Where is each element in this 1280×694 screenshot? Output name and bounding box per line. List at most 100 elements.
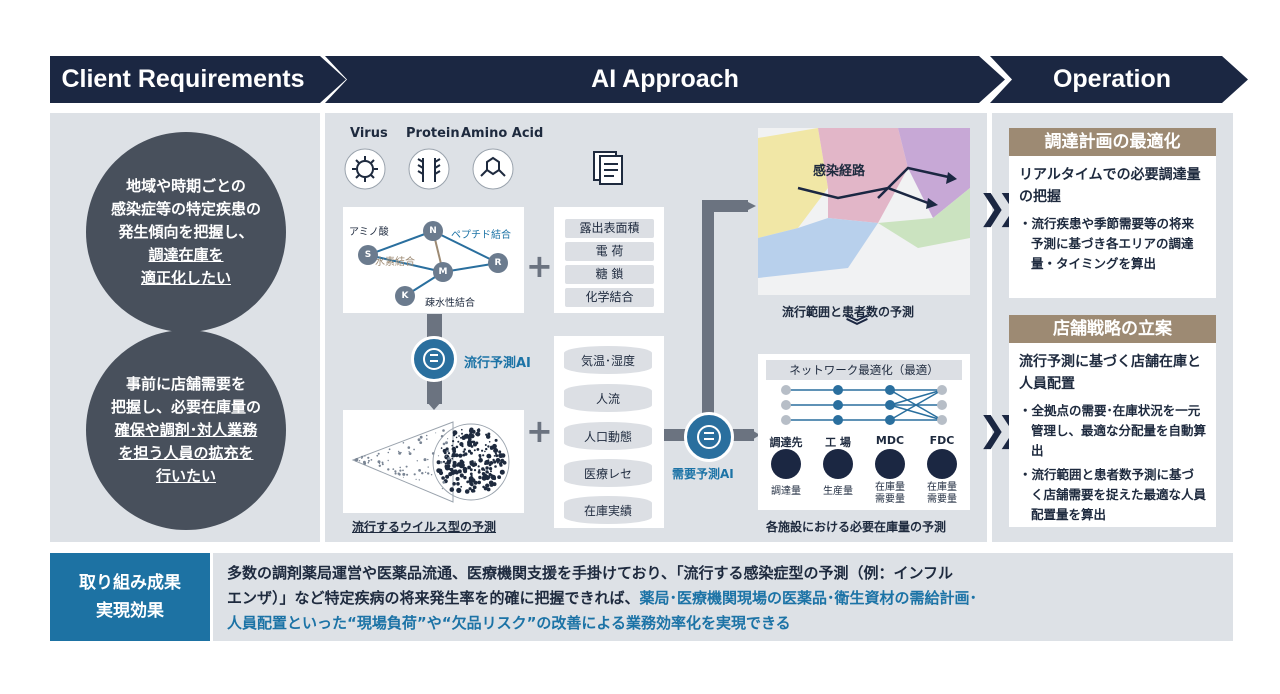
operation-box-store: 流行予測に基づく店舗在庫と人員配置 ・全拠点の需要･在庫状況を一元管理し、最適な… xyxy=(1009,343,1216,527)
particle-dot xyxy=(442,460,446,463)
particle-dot xyxy=(397,472,400,475)
particle-dot xyxy=(458,435,460,437)
result-label-line: 実現効果 xyxy=(96,601,164,621)
particle-dot xyxy=(485,483,490,488)
particle-dot xyxy=(463,469,468,474)
particle-dot xyxy=(483,473,487,477)
particle-dot xyxy=(439,468,442,471)
particle-dot xyxy=(487,475,491,479)
infection-route-label: 感染経路 xyxy=(813,164,866,179)
facility-metric: 在庫量 需要量 xyxy=(922,482,962,506)
particle-dot xyxy=(454,470,459,475)
particle-dot xyxy=(469,468,473,472)
particle-dot xyxy=(493,455,496,457)
particle-dot xyxy=(476,448,480,451)
particle-dot xyxy=(456,487,462,493)
atom-node: N xyxy=(423,221,443,241)
result-line-highlight: 人員配置といった“現場負荷”や“欠品リスク”の改善による業務効率化を実現できる xyxy=(227,614,791,632)
particle-dot xyxy=(482,485,485,489)
particle-dot xyxy=(367,461,370,464)
particle-dot xyxy=(437,455,440,457)
particle-dot xyxy=(387,468,390,471)
factory-icon xyxy=(823,449,853,479)
particle-dot xyxy=(489,467,493,471)
particle-dot xyxy=(497,459,500,462)
particle-dot xyxy=(431,452,435,455)
particle-dot xyxy=(367,459,370,462)
ai-brain-icon xyxy=(411,336,457,382)
particle-dot xyxy=(417,438,421,442)
particle-dot xyxy=(361,457,363,459)
particle-dot xyxy=(440,447,443,449)
warehouse-icon xyxy=(875,449,905,479)
particle-dot xyxy=(481,477,485,480)
particle-dot xyxy=(459,473,464,478)
particle-dot xyxy=(447,438,449,440)
particle-dot xyxy=(367,456,370,459)
particle-dot xyxy=(421,472,424,475)
data-source-item: 気温･湿度 xyxy=(564,346,652,374)
molecule-icons xyxy=(344,148,514,190)
client-need-circle-1: 地域や時期ごとの 感染症等の特定疾患の 発生傾向を把握し、 調達在庫を 適正化し… xyxy=(86,132,286,332)
particle-dot xyxy=(471,462,476,467)
chevron-down-icon: ︾ xyxy=(846,315,869,340)
data-sources: 気温･湿度 人流 人口動態 医療レセ 在庫実績 xyxy=(554,336,664,528)
virus-prediction-caption: 流行するウイルス型の予測 xyxy=(352,520,497,534)
operation-item: ・全拠点の需要･在庫状況を一元管理し、最適な分配量を自動算出 xyxy=(1019,403,1207,458)
circle2-line: 行いたい xyxy=(155,466,216,485)
facility-label: FDC xyxy=(929,434,955,447)
particle-dot xyxy=(442,442,446,446)
amino-acid-icon xyxy=(472,148,514,190)
particle-dot xyxy=(457,469,462,474)
operation-headline: リアルタイムでの必要調達量の把握 xyxy=(1019,167,1201,205)
particle-dot xyxy=(482,454,485,457)
particle-dot xyxy=(473,469,477,472)
particle-dot xyxy=(445,447,449,451)
amino-acid-label: Amino Acid xyxy=(461,126,544,141)
arrow-down-icon xyxy=(427,402,441,410)
particle-dot xyxy=(424,471,427,473)
particle-dot xyxy=(392,468,395,470)
particle-dot xyxy=(416,460,418,462)
operation-title-store: 店舗戦略の立案 xyxy=(1009,315,1216,343)
particle-dot xyxy=(441,488,443,490)
header-operation-label: Operation xyxy=(1052,65,1172,93)
particle-dot xyxy=(488,441,491,443)
circle1-line: 適正化したい xyxy=(140,268,231,287)
particle-dot xyxy=(486,487,491,492)
particle-dot xyxy=(402,472,406,476)
particle-dot xyxy=(492,443,497,449)
operation-item: ・流行範囲と患者数予測に基づく店舗需要を捉えた最適な人員配置量を算出 xyxy=(1019,467,1207,522)
particle-dot xyxy=(501,454,504,457)
particle-dot xyxy=(456,482,460,486)
facility-metric-line: 在庫量 xyxy=(875,482,905,493)
particle-dot xyxy=(473,449,476,452)
particle-dot xyxy=(481,449,484,452)
particle-dot xyxy=(502,460,507,465)
particle-dot xyxy=(459,462,465,468)
particle-dot xyxy=(471,440,474,444)
atom-node: R xyxy=(488,253,508,273)
header-ai-label: AI Approach xyxy=(591,65,739,93)
map-caption: 流行範囲と患者数の予測 xyxy=(782,305,915,319)
result-line: 多数の調剤薬局運営や医薬品流通、医療機関支援を手掛けており、「流行する感染症型の… xyxy=(227,564,954,582)
particle-dot xyxy=(408,451,410,453)
particle-dot xyxy=(423,458,427,462)
particle-dot xyxy=(498,476,501,479)
atom-node: K xyxy=(395,286,415,306)
facility-label: 調達先 xyxy=(769,436,803,449)
particle-dot xyxy=(469,451,473,455)
particle-dot xyxy=(442,480,446,484)
result-label: 取り組み成果 実現効果 xyxy=(50,553,210,641)
particle-dot xyxy=(381,463,384,466)
warehouse-icon xyxy=(771,449,801,479)
particle-dot xyxy=(494,438,498,442)
hydrogen-bond-text: 水素結合 xyxy=(375,257,415,268)
particle-dot xyxy=(435,432,437,434)
particle-dot xyxy=(459,436,462,439)
particle-dot xyxy=(494,452,497,455)
particle-dot xyxy=(363,462,367,465)
particle-dot xyxy=(452,482,456,486)
particle-dot xyxy=(473,482,476,484)
particle-dot xyxy=(402,442,405,444)
